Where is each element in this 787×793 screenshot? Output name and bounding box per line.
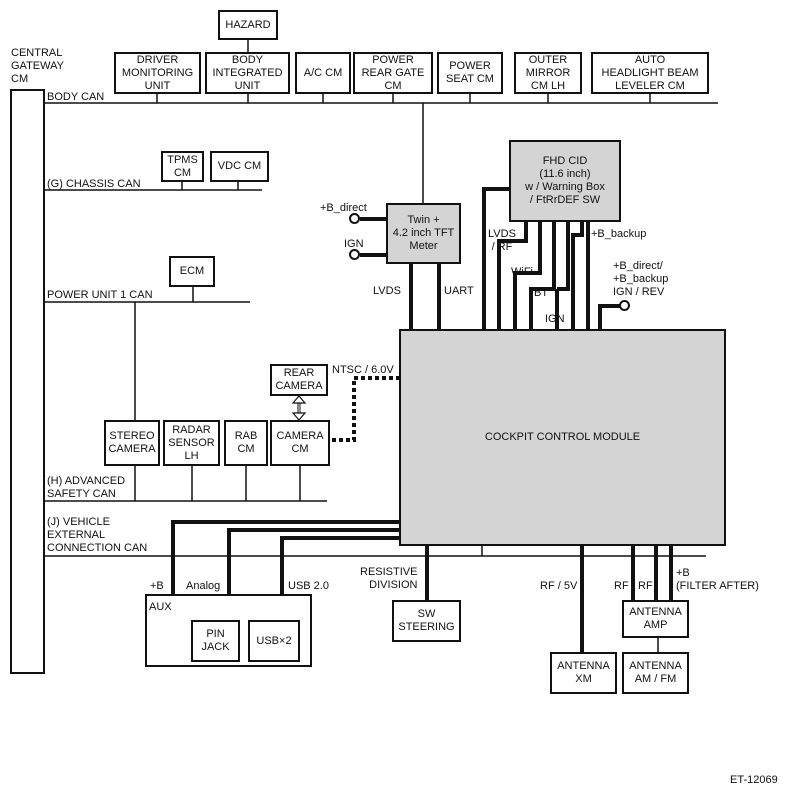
plus-b-filter-label: +B (FILTER AFTER) — [676, 567, 759, 592]
analog-label: Analog — [186, 580, 221, 592]
resistive-division-label: RESISTIVE DIVISION — [360, 566, 418, 591]
lvds-meter-label: LVDS — [373, 285, 401, 297]
ecm: ECM — [169, 256, 215, 287]
usb-ports: USB×2 — [248, 620, 300, 662]
ign-terminal — [349, 249, 360, 260]
driver-monitoring-unit: DRIVER MONITORING UNIT — [114, 52, 201, 94]
rear-camera: REAR CAMERA — [270, 364, 328, 396]
usb20-label: USB 2.0 — [288, 580, 329, 592]
rf2-label: RF — [638, 580, 653, 592]
ac-cm: A/C CM — [295, 52, 351, 94]
rf1-label: RF — [614, 580, 629, 592]
power-unit-can-label: POWER UNIT 1 CAN — [47, 289, 153, 301]
rab-cm: RAB CM — [224, 420, 268, 466]
stereo-camera: STEREO CAMERA — [104, 420, 160, 466]
outer-mirror-cm: OUTER MIRROR CM LH — [514, 52, 582, 94]
double-arrow-icon — [291, 395, 307, 421]
b-direct-label: +B_direct — [320, 202, 367, 214]
adas-can-label: (H) ADVANCED SAFETY CAN — [47, 475, 126, 500]
body-integrated-unit: BODY INTEGRATED UNIT — [205, 52, 290, 94]
figure-id: ET-12069 — [730, 774, 778, 786]
aux-label: AUX — [149, 601, 172, 613]
uart-label: UART — [444, 285, 474, 297]
power-seat-cm: POWER SEAT CM — [437, 52, 503, 94]
wifi-label: WiFi — [511, 266, 533, 278]
antenna-amp: ANTENNA AMP — [622, 600, 689, 638]
body-can-label: BODY CAN — [47, 91, 105, 103]
b-direct-backup-terminal — [619, 300, 630, 311]
ntsc-label: NTSC / 6.0V — [332, 364, 394, 376]
ign-cid-label: IGN — [545, 313, 565, 325]
b-backup-label: +B_backup — [591, 228, 647, 240]
tpms-cm: TPMS CM — [161, 151, 204, 182]
camera-cm: CAMERA CM — [270, 420, 330, 466]
power-rear-gate-cm: POWER REAR GATE CM — [353, 52, 433, 94]
fhd-cid: FHD CID (11.6 inch) w / Warning Box / Ft… — [509, 140, 621, 222]
vdc-cm: VDC CM — [210, 151, 269, 182]
pin-jack: PIN JACK — [191, 620, 240, 662]
vehicle-ext-can-label: (J) VEHICLE EXTERNAL CONNECTION CAN — [47, 516, 148, 554]
sw-steering: SW STEERING — [392, 600, 461, 642]
tft-meter: Twin + 4.2 inch TFT Meter — [386, 203, 461, 264]
chassis-can-label: (G) CHASSIS CAN — [47, 178, 141, 190]
central-gateway-label: CENTRAL GATEWAY CM — [11, 47, 64, 85]
lvds-rf-label: LVDS / RF — [488, 228, 516, 253]
cockpit-control-module: COCKPIT CONTROL MODULE — [399, 329, 726, 546]
radar-sensor-lh: RADAR SENSOR LH — [163, 420, 220, 466]
central-gateway-bar — [10, 89, 45, 674]
plus-b-aux-label: +B — [150, 580, 164, 592]
auto-headlight-cm: AUTO HEADLIGHT BEAM LEVELER CM — [591, 52, 709, 94]
b-direct-terminal — [349, 213, 360, 224]
ign-label: IGN — [344, 238, 364, 250]
antenna-am-fm: ANTENNA AM / FM — [622, 652, 689, 694]
rf-5v-label: RF / 5V — [540, 580, 578, 592]
hazard-box: HAZARD — [218, 10, 278, 40]
bt-label: BT — [534, 287, 549, 299]
b-direct-backup-label: +B_direct/ +B_backup IGN / REV — [613, 260, 669, 298]
antenna-xm: ANTENNA XM — [550, 652, 617, 694]
ntsc-link — [330, 376, 400, 442]
